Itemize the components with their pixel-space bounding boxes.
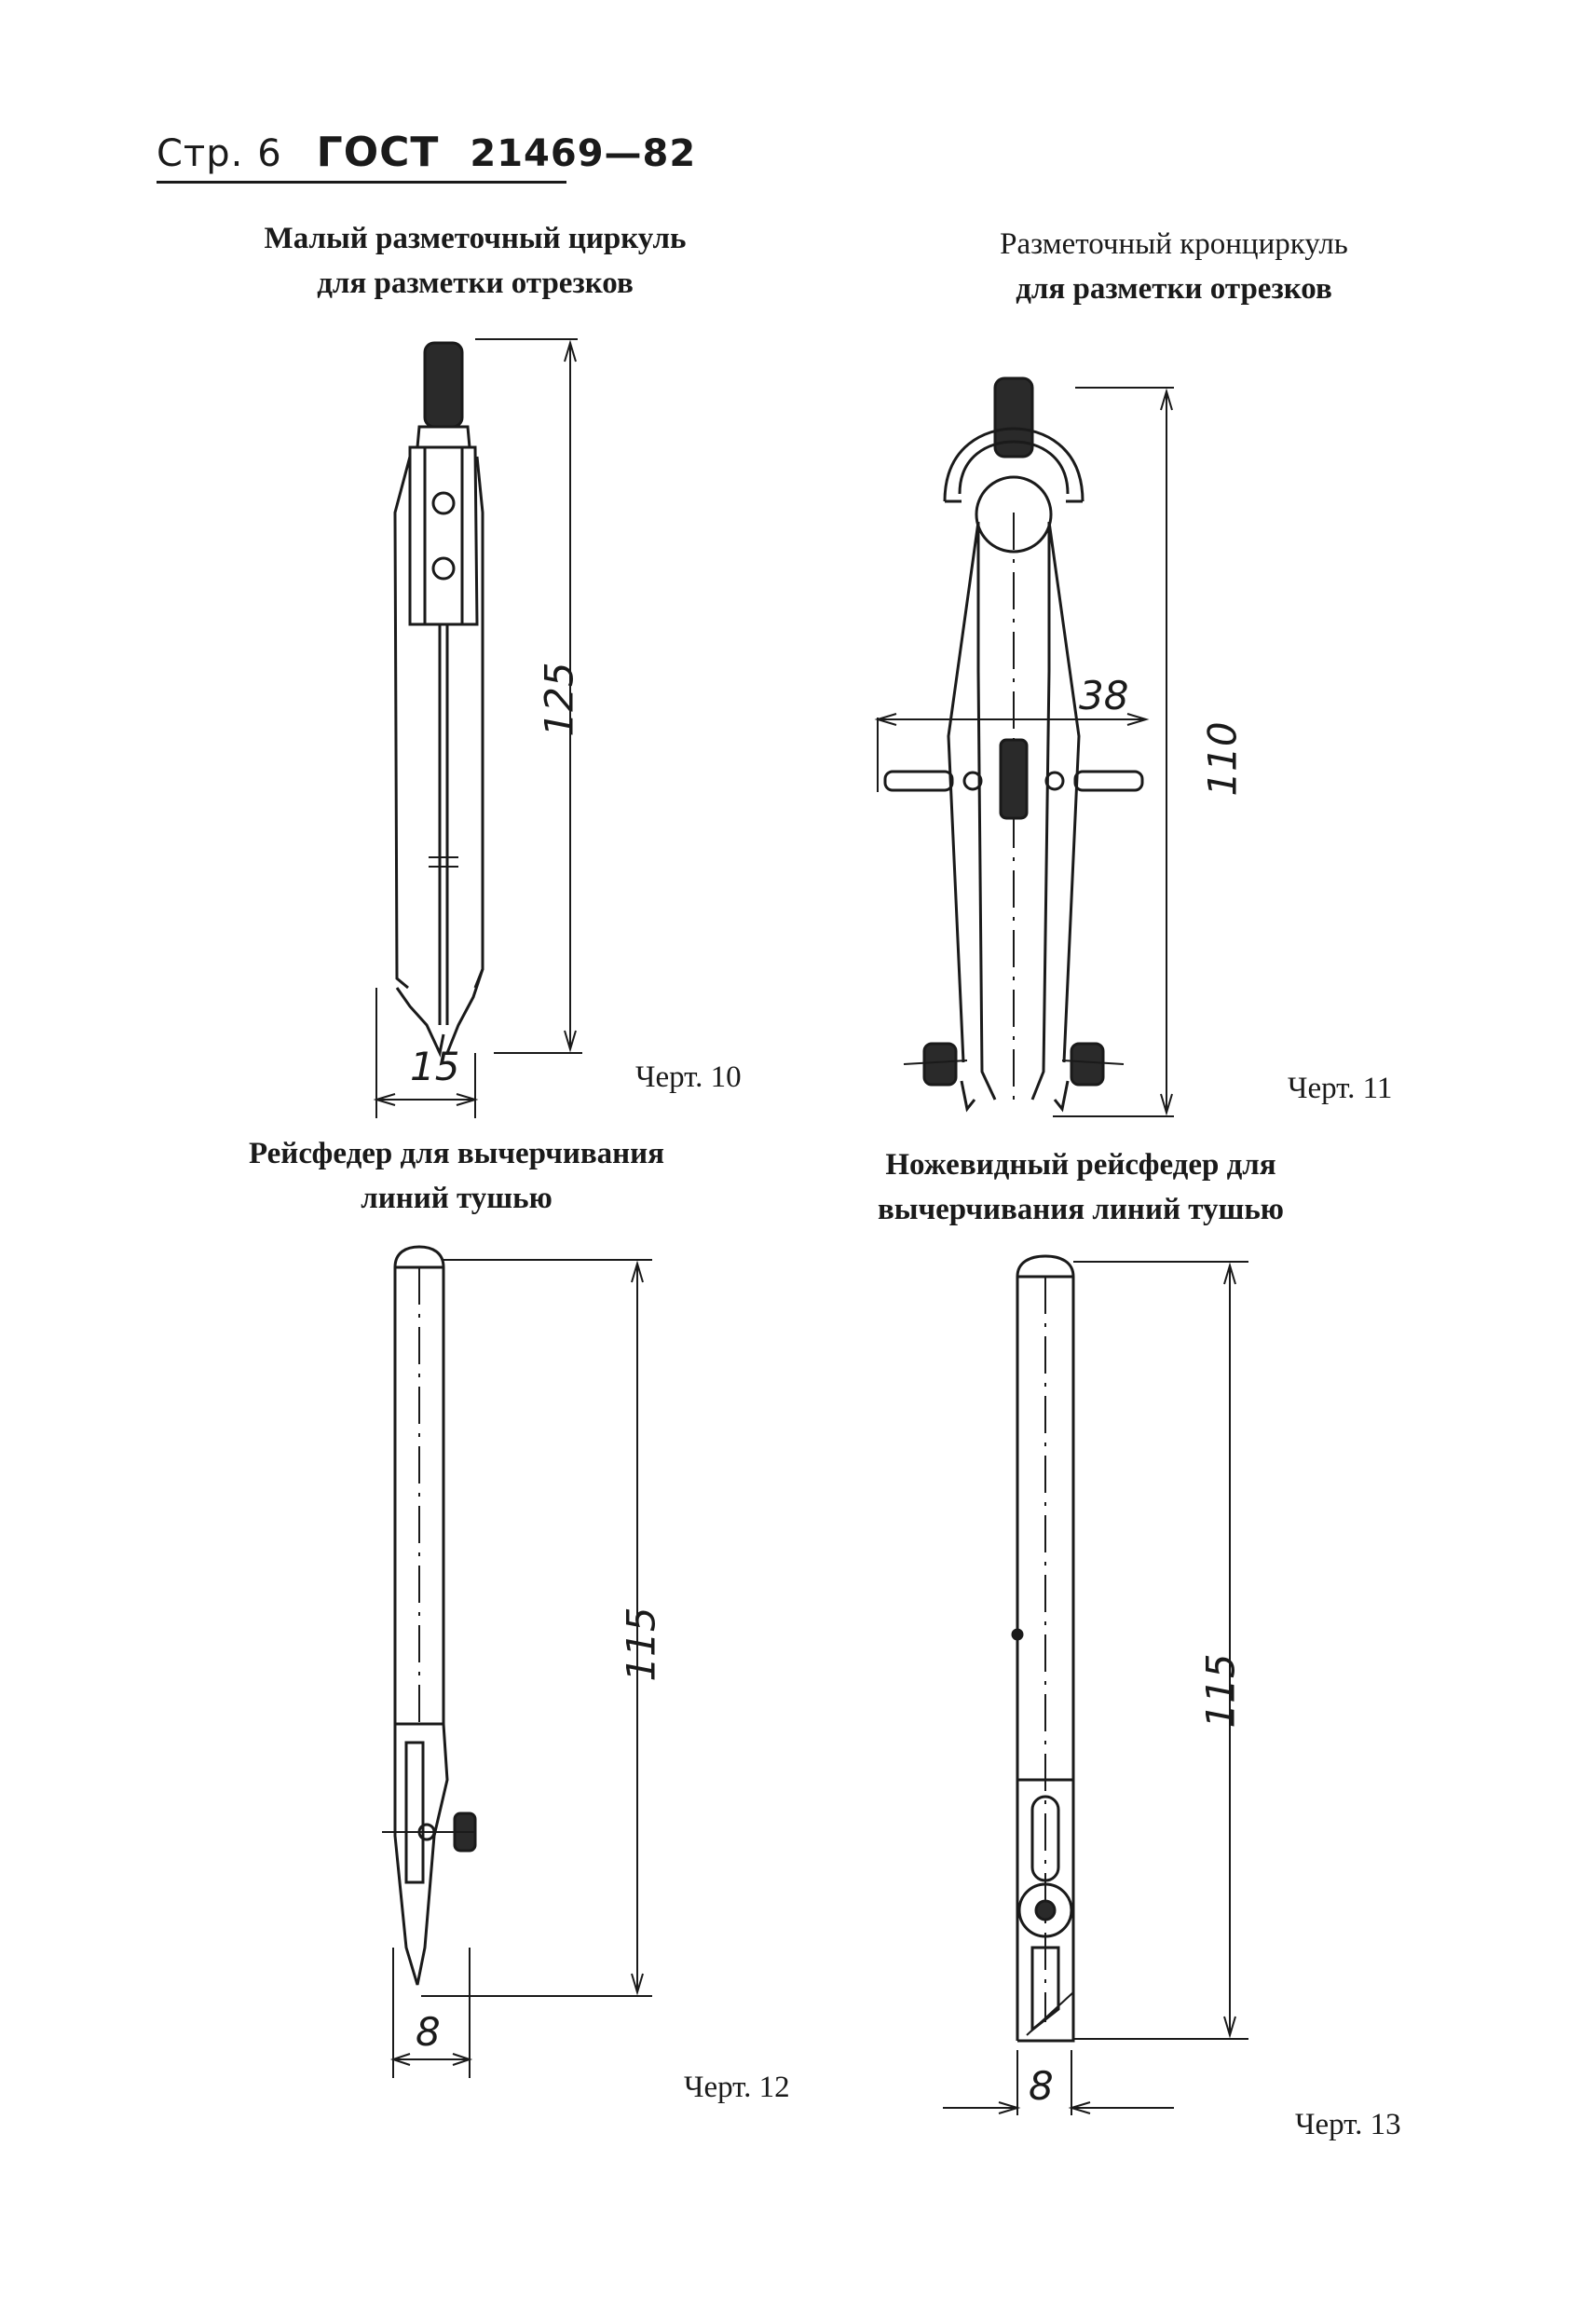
- figure-10-caption: Черт. 10: [635, 1060, 742, 1094]
- figure-12-width-dim: 8: [416, 2009, 441, 2055]
- figure-13-title: Ножевидный рейсфедер для вычерчивания ли…: [820, 1142, 1342, 1232]
- figure-12-title-line2: линий тушью: [361, 1182, 552, 1215]
- figure-13-width-dim: 8: [1029, 2063, 1054, 2109]
- figure-11-title: Разметочный кронциркуль для разметки отр…: [941, 222, 1407, 311]
- figure-11-width-dim: 38: [1079, 673, 1129, 718]
- header-rule: [157, 181, 566, 184]
- figure-11-caption: Черт. 11: [1288, 1072, 1393, 1105]
- figure-11-title-line2: для разметки отрезков: [1016, 272, 1332, 306]
- figure-10-width-dim: 15: [410, 1044, 460, 1089]
- figure-10-drawing: [354, 317, 652, 1137]
- standard-name: ГОСТ: [316, 129, 440, 176]
- figure-10-height-dim: 125: [536, 662, 582, 737]
- page-header: Стр. 6 ГОСТ 21469—82: [157, 129, 696, 176]
- figure-13-drawing: [932, 1249, 1267, 2143]
- figure-12-title: Рейсфедер для вычерчивания линий тушью: [205, 1131, 708, 1221]
- figure-12-height-dim: 115: [618, 1607, 664, 1682]
- page-number: 6: [257, 132, 282, 175]
- figure-10-title: Малый разметочный циркуль для разметки о…: [214, 216, 736, 306]
- figure-10-title-line2: для разметки отрезков: [317, 267, 634, 300]
- standard-number: 21469—82: [470, 132, 697, 175]
- figure-11-drawing: [866, 363, 1258, 1128]
- figure-10-title-line1: Малый разметочный циркуль: [264, 222, 687, 255]
- figure-13-height-dim: 115: [1197, 1653, 1244, 1729]
- figure-13-caption: Черт. 13: [1295, 2108, 1401, 2141]
- figure-12-title-line1: Рейсфедер для вычерчивания: [248, 1137, 665, 1170]
- figure-13-title-line2: вычерчивания линий тушью: [877, 1193, 1285, 1226]
- page-label: Стр.: [157, 132, 244, 175]
- figure-13-title-line1: Ножевидный рейсфедер для: [885, 1148, 1276, 1182]
- figure-12-drawing: [373, 1239, 671, 2106]
- figure-12-caption: Черт. 12: [684, 2071, 790, 2104]
- figure-11-title-line1: Разметочный кронциркуль: [1000, 227, 1348, 261]
- figure-11-height-dim: 110: [1199, 721, 1246, 797]
